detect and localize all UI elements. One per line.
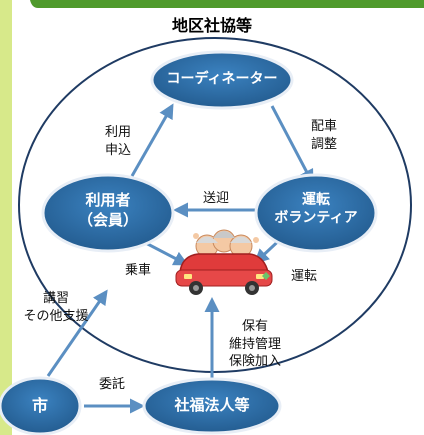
node-coordinator-label: コーディネーター bbox=[166, 71, 278, 87]
arrow-coordinator-to-volunteer bbox=[270, 105, 314, 185]
edge-label-apply: 利用 申込 bbox=[104, 125, 131, 158]
car-with-passengers-icon bbox=[175, 229, 273, 295]
edge-label-maintain: 保有 維持管理 保険加入 bbox=[228, 319, 281, 370]
node-welfare-corp bbox=[142, 377, 282, 435]
edge-label-training: 講習 その他支援 bbox=[23, 291, 89, 324]
edge-label-pickup: 送迎 bbox=[202, 191, 229, 206]
node-volunteer bbox=[254, 173, 378, 253]
node-city bbox=[0, 376, 82, 435]
edge-label-dispatch: 配車 調整 bbox=[310, 119, 337, 152]
edge-label-drive: 運転 bbox=[290, 269, 317, 284]
node-city-label: 市 bbox=[31, 396, 48, 415]
node-volunteer-label: 運転 ボランティア bbox=[274, 192, 358, 227]
arrow-user-to-coordinator bbox=[130, 103, 174, 177]
node-user-label: 利用者 （会員） bbox=[77, 191, 138, 229]
node-welfare-corp-label: 社福法人等 bbox=[174, 396, 250, 414]
node-user bbox=[41, 173, 175, 253]
edge-label-ride: 乗車 bbox=[124, 263, 151, 278]
page-title: 地区社協等 bbox=[171, 16, 252, 35]
arrow-city-to-community bbox=[46, 289, 108, 377]
left-strip bbox=[0, 0, 12, 435]
header-bar bbox=[30, 0, 424, 8]
node-coordinator bbox=[150, 50, 294, 110]
community-boundary-ellipse bbox=[18, 37, 412, 373]
edge-label-consign: 委託 bbox=[98, 377, 125, 392]
